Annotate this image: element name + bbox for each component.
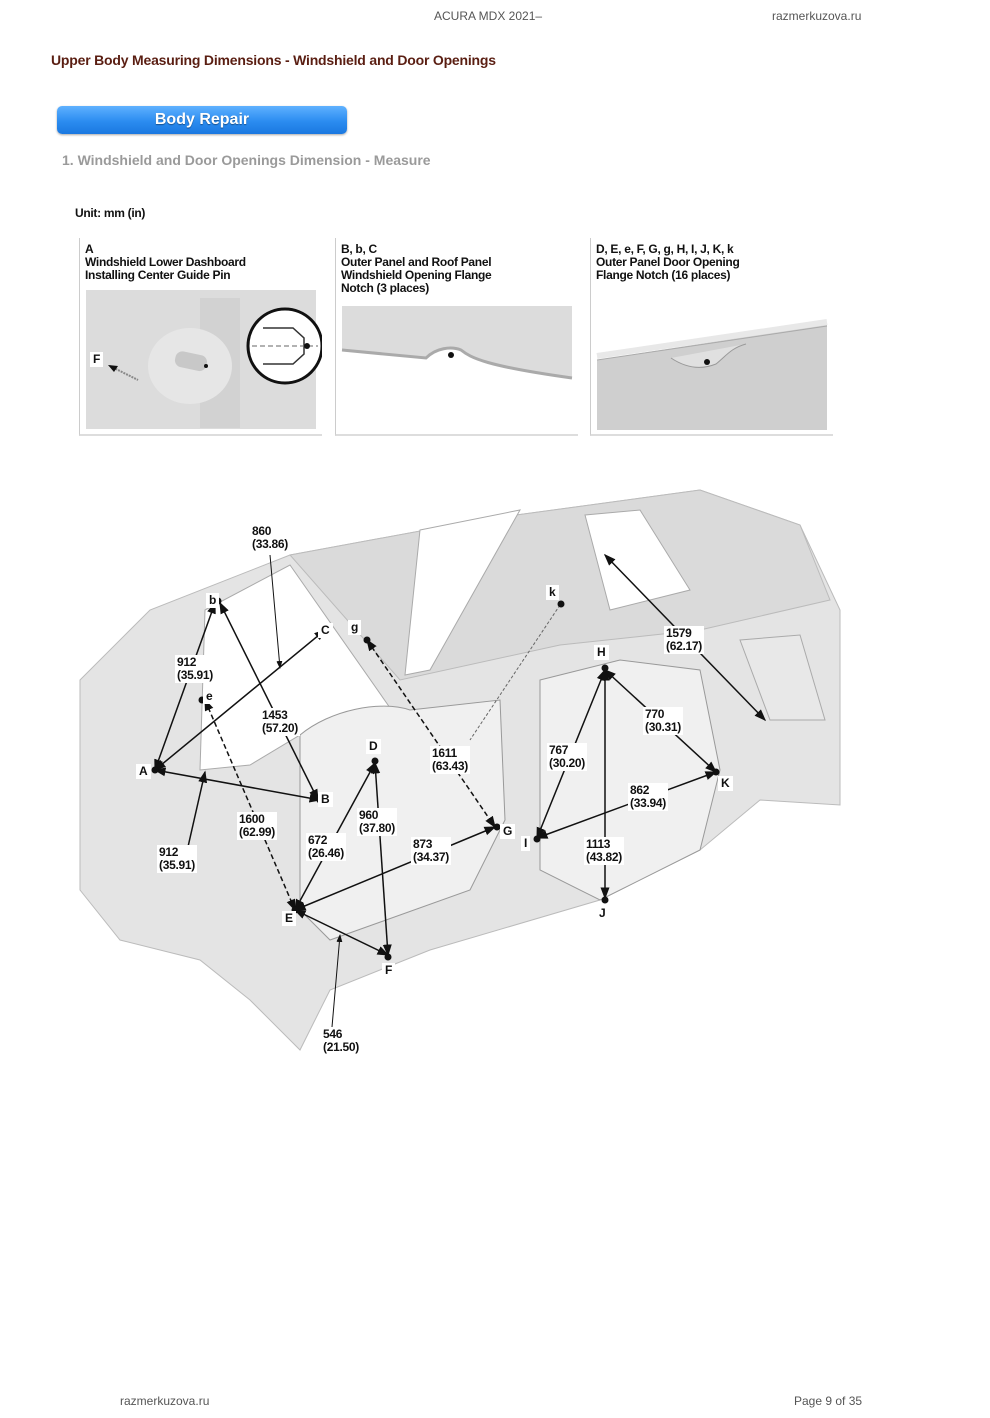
panel-bbc-line3: Notch (3 places) <box>341 281 429 295</box>
point-G: G <box>500 824 516 839</box>
dim-1453: 1453(57.20) <box>260 708 300 736</box>
point-g: g <box>348 620 362 635</box>
point-b: b <box>206 593 220 608</box>
point-D: D <box>366 739 381 754</box>
dim-960: 960(37.80) <box>357 808 397 836</box>
dim-1113: 1113(43.82) <box>584 837 624 865</box>
panel-door-line2: Flange Notch (16 places) <box>596 268 731 282</box>
panel-a-caption: A Windshield Lower Dashboard Installing … <box>85 243 246 282</box>
point-J: J <box>596 906 609 921</box>
vehicle-body-illustration <box>79 489 841 1051</box>
panel-door-line1: Outer Panel Door Opening <box>596 255 740 269</box>
dim-912-upper: 912(35.91) <box>175 655 215 683</box>
dim-546: 546(21.50) <box>321 1027 361 1055</box>
panel-bbc-line2: Windshield Opening Flange <box>341 268 492 282</box>
page-number: Page 9 of 35 <box>794 1394 863 1408</box>
door-notch-illustration <box>596 319 828 430</box>
page-title: Upper Body Measuring Dimensions - Windsh… <box>51 52 496 68</box>
point-E: E <box>282 911 297 926</box>
dim-767: 767(30.20) <box>547 743 587 771</box>
guide-pin-illustration <box>86 290 322 429</box>
dim-873: 873(34.37) <box>411 837 451 865</box>
step-title: 1. Windshield and Door Openings Dimensio… <box>62 152 431 168</box>
windshield-notch-illustration <box>341 306 573 388</box>
dim-770: 770(30.31) <box>643 707 683 735</box>
point-H: H <box>594 645 609 660</box>
point-B: B <box>318 792 333 807</box>
point-A: A <box>136 764 151 779</box>
panel-a-line1: Windshield Lower Dashboard <box>85 255 246 269</box>
body-side-diagram: A b C g e B D E F G H I J K k 860(33.86)… <box>0 470 990 1090</box>
panel-door-caption: D, E, e, F, G, g, H, I, J, K, k Outer Pa… <box>596 242 740 282</box>
point-C: C <box>318 623 333 638</box>
unit-label: Unit: mm (in) <box>75 206 146 220</box>
dim-1611: 1611(63.43) <box>430 746 470 774</box>
dim-912-lower: 912(35.91) <box>157 845 197 873</box>
point-F: F <box>382 963 396 978</box>
body-repair-button[interactable]: Body Repair <box>57 106 347 134</box>
panel-bbc-points: B, b, C <box>341 242 377 256</box>
point-k: k <box>546 585 559 600</box>
panel-bbc-caption: B, b, C Outer Panel and Roof Panel Winds… <box>341 242 492 295</box>
panel-a-line2: Installing Center Guide Pin <box>85 268 231 282</box>
dim-672: 672(26.46) <box>306 833 346 861</box>
detail-panel-bbc: B, b, C Outer Panel and Roof Panel Winds… <box>335 238 578 436</box>
point-e: e <box>203 689 216 704</box>
document-title: ACURA MDX 2021– <box>434 9 543 23</box>
point-I: I <box>521 836 531 851</box>
panel-bbc-line1: Outer Panel and Roof Panel <box>341 255 492 269</box>
detail-panel-door: D, E, e, F, G, g, H, I, J, K, k Outer Pa… <box>590 238 833 436</box>
dim-1600: 1600(62.99) <box>237 812 277 840</box>
header-site[interactable]: razmerkuzova.ru <box>772 9 862 23</box>
dim-862: 862(33.94) <box>628 783 668 811</box>
panel-a-points: A <box>85 242 94 256</box>
point-K: K <box>718 776 733 791</box>
panel-a-label-f: F <box>90 352 104 367</box>
panel-door-points: D, E, e, F, G, g, H, I, J, K, k <box>596 242 734 256</box>
footer-site[interactable]: razmerkuzova.ru <box>120 1394 210 1408</box>
detail-panel-a: A Windshield Lower Dashboard Installing … <box>79 238 322 436</box>
dim-1579: 1579(62.17) <box>664 626 704 654</box>
dim-860: 860(33.86) <box>250 524 290 552</box>
